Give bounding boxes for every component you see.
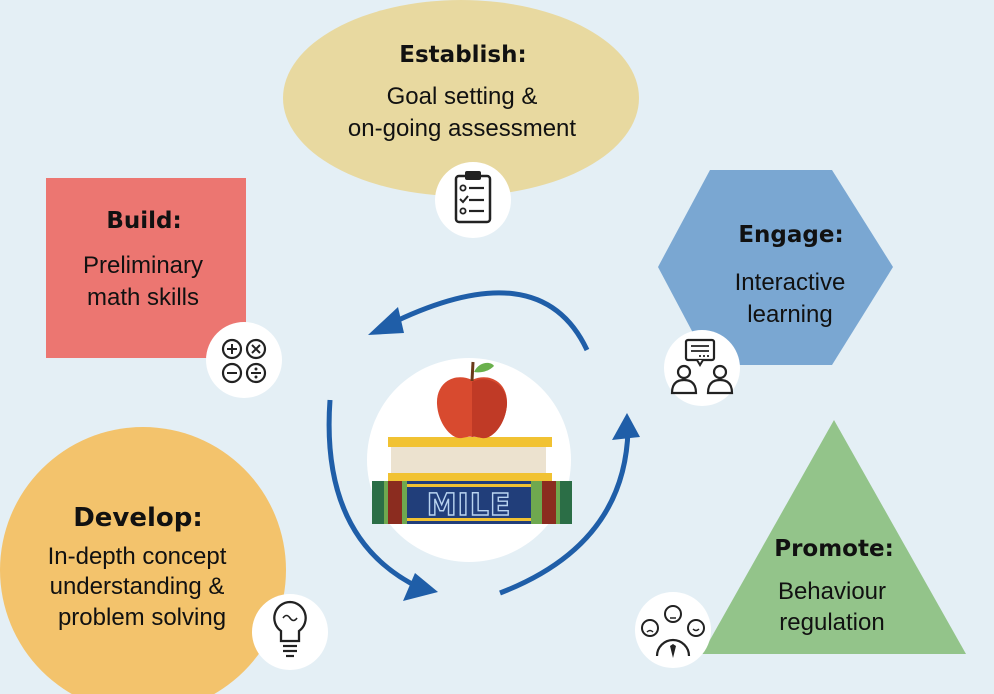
engage-heading: Engage: bbox=[738, 222, 843, 248]
promote-triangle bbox=[702, 420, 966, 654]
establish-line-2: on-going assessment bbox=[348, 115, 576, 142]
develop-circle bbox=[0, 427, 286, 694]
build-line-2: math skills bbox=[87, 284, 199, 311]
engage-line-1: Interactive bbox=[735, 269, 846, 296]
develop-line-3: problem solving bbox=[58, 604, 226, 631]
discussion-people-icon bbox=[664, 330, 740, 406]
build-square bbox=[46, 178, 246, 358]
develop-section: Develop: In-depth concept understanding … bbox=[0, 427, 328, 694]
mile-logo-text: MILE bbox=[427, 488, 512, 523]
develop-line-1: In-depth concept bbox=[48, 543, 227, 570]
engage-hexagon bbox=[658, 170, 893, 365]
clipboard-checklist-icon bbox=[435, 162, 511, 238]
establish-section: Establish: Goal setting & on-going asses… bbox=[283, 0, 639, 238]
cycle-arrows bbox=[326, 290, 640, 601]
develop-heading: Develop: bbox=[73, 503, 203, 533]
promote-section: Promote: Behaviour regulation bbox=[635, 420, 966, 668]
mile-logo: MILE bbox=[367, 358, 572, 562]
establish-line-1: Goal setting & bbox=[387, 83, 538, 110]
math-operations-icon bbox=[206, 322, 282, 398]
promote-line-1: Behaviour bbox=[778, 578, 886, 605]
build-section: Build: Preliminary math skills bbox=[46, 178, 282, 398]
promote-line-2: regulation bbox=[779, 609, 884, 636]
mood-gauge-icon bbox=[635, 592, 711, 668]
establish-ellipse bbox=[283, 0, 639, 196]
cycle-arrow-left bbox=[326, 399, 422, 591]
engage-section: Engage: Interactive learning bbox=[658, 170, 893, 406]
build-line-1: Preliminary bbox=[83, 252, 203, 279]
lightbulb-icon bbox=[252, 594, 328, 670]
engage-line-2: learning bbox=[747, 301, 832, 328]
build-heading: Build: bbox=[106, 208, 181, 234]
promote-heading: Promote: bbox=[774, 536, 894, 562]
cycle-arrow-top bbox=[386, 290, 590, 352]
develop-line-2: understanding & bbox=[50, 573, 225, 600]
establish-heading: Establish: bbox=[399, 42, 526, 68]
cycle-arrow-right bbox=[499, 429, 631, 596]
